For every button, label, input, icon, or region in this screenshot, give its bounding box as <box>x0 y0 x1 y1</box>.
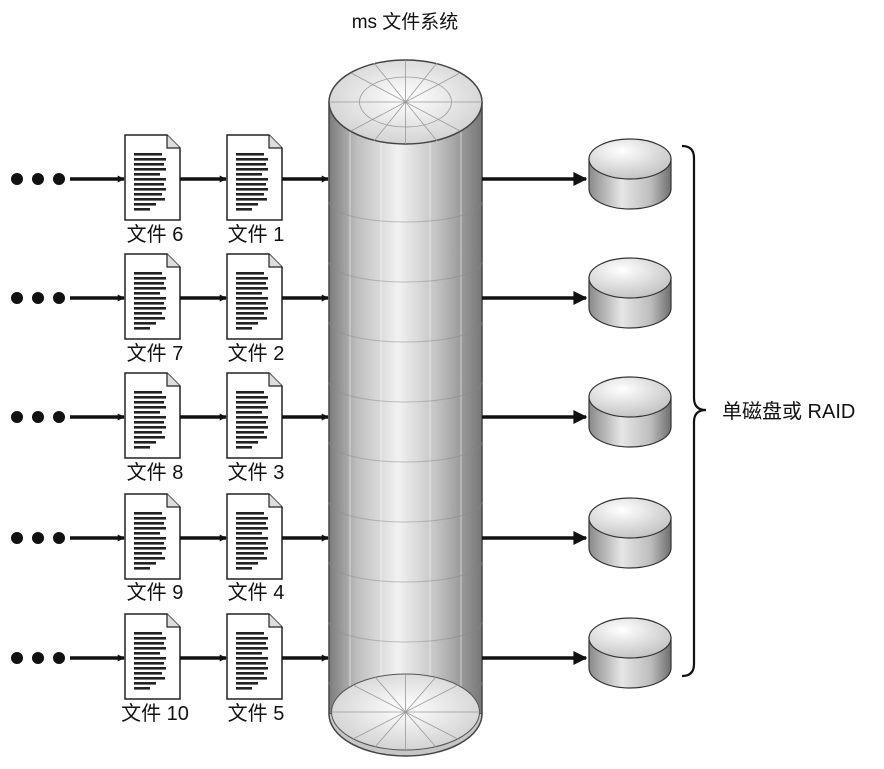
disk-icon <box>588 617 672 689</box>
document-icon <box>124 253 181 340</box>
file-label-right: 文件 4 <box>228 581 285 604</box>
diagram-title: ms 文件系统 <box>352 11 459 33</box>
disk-icon <box>588 257 672 329</box>
disk-icon <box>588 138 672 210</box>
row-4: 文件 9 文件 4 <box>11 493 672 604</box>
row-1: 文件 6 文件 1 <box>11 134 672 246</box>
ellipsis-icon <box>11 532 65 544</box>
disk-icon <box>588 497 672 569</box>
row-3: 文件 8 文件 3 <box>11 372 672 484</box>
document-icon <box>124 613 181 700</box>
file-label-left: 文件 6 <box>127 223 184 246</box>
document-icon <box>226 613 283 700</box>
brace-icon <box>681 144 707 678</box>
disk-icon <box>588 376 672 448</box>
row-2: 文件 7 文件 2 <box>11 253 672 365</box>
document-icon <box>226 134 283 221</box>
document-icon <box>226 372 283 459</box>
document-icon <box>124 134 181 221</box>
file-label-right: 文件 5 <box>228 702 285 725</box>
file-label-left: 文件 9 <box>127 581 184 604</box>
file-label-left: 文件 10 <box>121 702 189 725</box>
file-label-right: 文件 2 <box>228 342 285 365</box>
ellipsis-icon <box>11 292 65 304</box>
document-icon <box>124 372 181 459</box>
ellipsis-icon <box>11 411 65 423</box>
document-icon <box>226 253 283 340</box>
document-icon <box>226 493 283 580</box>
file-label-right: 文件 3 <box>228 461 285 484</box>
filesystem-cylinder <box>328 59 483 757</box>
storage-label: 单磁盘或 RAID <box>722 400 855 423</box>
ellipsis-icon <box>11 173 65 185</box>
file-label-right: 文件 1 <box>228 223 285 246</box>
ellipsis-icon <box>11 652 65 664</box>
file-label-left: 文件 8 <box>127 461 184 484</box>
row-5: 文件 10 文件 5 <box>11 613 672 725</box>
file-label-left: 文件 7 <box>127 342 184 365</box>
document-icon <box>124 493 181 580</box>
